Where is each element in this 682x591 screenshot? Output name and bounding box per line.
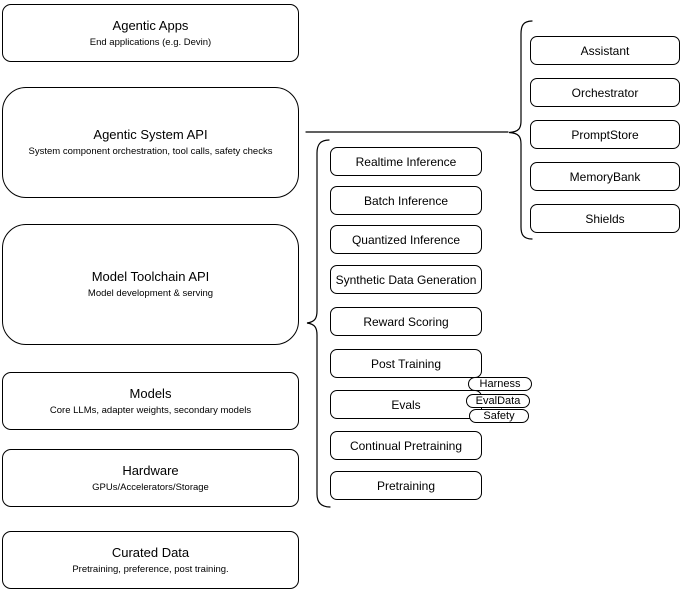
component-memorybank: MemoryBank <box>530 162 680 191</box>
evals-tag-harness: Harness <box>468 377 532 391</box>
layer-box-models: Models Core LLMs, adapter weights, secon… <box>2 372 299 430</box>
layer-subtitle: End applications (e.g. Devin) <box>89 36 212 48</box>
layer-title: Hardware <box>122 462 179 478</box>
layer-title: Curated Data <box>111 544 190 560</box>
component-shields: Shields <box>530 204 680 233</box>
layer-subtitle: Pretraining, preference, post training. <box>72 563 229 575</box>
layer-box-agentic-apps: Agentic Apps End applications (e.g. Devi… <box>2 4 299 62</box>
evals-tag-evaldata: EvalData <box>466 394 530 408</box>
layer-title: Models <box>129 385 172 401</box>
component-promptstore: PromptStore <box>530 120 680 149</box>
toolchain-item-reward-scoring: Reward Scoring <box>330 307 482 336</box>
layer-title: Model Toolchain API <box>91 269 210 284</box>
toolchain-item-post-training: Post Training <box>330 349 482 378</box>
toolchain-item-realtime-inference: Realtime Inference <box>330 147 482 176</box>
layer-title: Agentic System API <box>93 127 208 142</box>
layer-box-model-toolchain-api: Model Toolchain API Model development & … <box>2 224 299 345</box>
toolchain-item-batch-inference: Batch Inference <box>330 186 482 215</box>
evals-tag-safety: Safety <box>469 409 529 423</box>
component-assistant: Assistant <box>530 36 680 65</box>
layer-box-hardware: Hardware GPUs/Accelerators/Storage <box>2 449 299 507</box>
layer-box-agentic-system-api: Agentic System API System component orch… <box>2 87 299 198</box>
layer-box-curated-data: Curated Data Pretraining, preference, po… <box>2 531 299 589</box>
toolchain-item-evals: Evals <box>330 390 482 419</box>
layer-title: Agentic Apps <box>112 17 189 33</box>
layer-subtitle: System component orchestration, tool cal… <box>28 146 273 157</box>
layer-subtitle: Core LLMs, adapter weights, secondary mo… <box>49 404 252 416</box>
toolchain-item-synthetic-data-generation: Synthetic Data Generation <box>330 265 482 294</box>
components-brace <box>508 20 533 240</box>
layer-subtitle: Model development & serving <box>87 288 214 299</box>
toolchain-item-quantized-inference: Quantized Inference <box>330 225 482 254</box>
toolchain-item-continual-pretraining: Continual Pretraining <box>330 431 482 460</box>
toolchain-item-pretraining: Pretraining <box>330 471 482 500</box>
component-orchestrator: Orchestrator <box>530 78 680 107</box>
toolchain-brace <box>306 139 331 508</box>
layer-subtitle: GPUs/Accelerators/Storage <box>92 481 209 493</box>
